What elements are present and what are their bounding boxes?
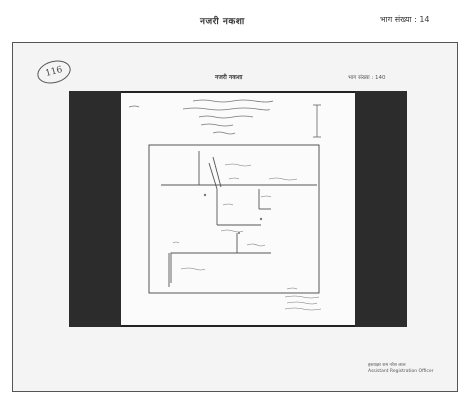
hand-drawn-map-sheet bbox=[121, 93, 355, 325]
page-header-plot-number: भाग संख्या : 14 bbox=[380, 15, 430, 24]
signature-line-1: हस्ताक्षर राम नरेश लाल bbox=[368, 363, 406, 368]
photo-dark-border-left bbox=[69, 91, 121, 327]
page-header-title: नजरी नकशा bbox=[200, 17, 245, 27]
signature-line-2: Assistant Registration Officer bbox=[368, 369, 434, 374]
scanned-document-frame: 116 नजरी नकशा भाग संख्या : 140 bbox=[12, 42, 458, 392]
document-plot-number: भाग संख्या : 140 bbox=[348, 75, 386, 81]
signature-footer: हस्ताक्षर राम नरेश लाल Assistant Registr… bbox=[368, 363, 433, 375]
map-photograph bbox=[69, 91, 407, 327]
photo-dark-border-right bbox=[355, 91, 407, 327]
hand-drawn-sketch bbox=[128, 99, 322, 311]
stamp-number: 116 bbox=[34, 56, 74, 88]
document-title: नजरी नकशा bbox=[215, 74, 243, 81]
